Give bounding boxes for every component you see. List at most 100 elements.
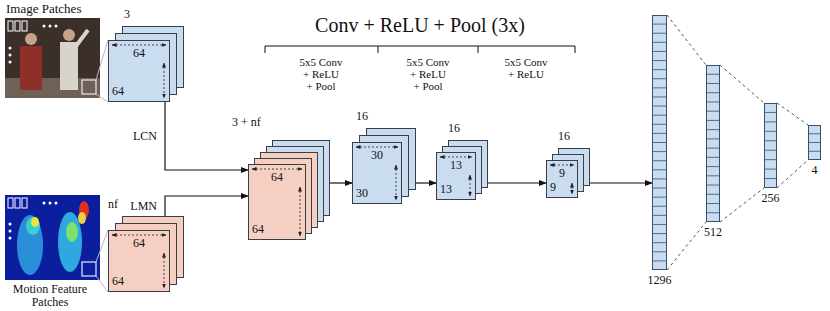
feature-map-stack: 161313 xyxy=(436,140,488,200)
neuron-cell xyxy=(706,203,720,204)
height-label: 64 xyxy=(112,275,124,288)
normalization-label: LCN xyxy=(131,130,159,143)
feature-map xyxy=(249,165,306,240)
neuron-cell xyxy=(652,260,667,261)
dimension-arrow xyxy=(300,187,301,236)
heat-blob xyxy=(31,217,39,227)
ellipsis-dot xyxy=(43,202,46,205)
patch-mark xyxy=(22,198,27,208)
neuron-cell xyxy=(652,24,667,25)
feature-map-stack: nf6464 xyxy=(108,216,184,292)
neuron-cell xyxy=(706,194,720,195)
heat-blob xyxy=(78,212,86,224)
heatmap-ground xyxy=(5,195,100,280)
layer-operation: 5x5 Conv + ReLU + Pool xyxy=(398,56,458,92)
neuron-cell xyxy=(652,87,667,88)
ellipsis-dot xyxy=(43,25,46,28)
layer-size: 4 xyxy=(783,164,830,177)
operation-line: 5x5 Conv xyxy=(496,56,556,68)
neuron-cell xyxy=(706,83,720,84)
neuron-cell xyxy=(652,51,667,52)
neuron-cell xyxy=(652,188,667,189)
neuron-cell xyxy=(808,142,821,143)
neuron-cell xyxy=(706,129,720,130)
height-label: 30 xyxy=(356,187,368,200)
patch-mark xyxy=(8,198,13,208)
ellipsis-dot xyxy=(55,202,58,205)
dimension-arrow xyxy=(550,165,574,166)
dimension-arrow xyxy=(164,63,165,98)
dimension-arrow xyxy=(252,169,302,170)
width-label: 64 xyxy=(248,171,306,184)
neuron-column xyxy=(652,15,667,270)
bracket-line xyxy=(265,46,575,47)
ellipsis-dot xyxy=(9,223,12,226)
dimension-arrow xyxy=(112,45,166,46)
bracket-tick xyxy=(575,46,576,53)
connector-arrow xyxy=(165,102,248,170)
person-head xyxy=(63,29,75,41)
motion-heatmap xyxy=(5,195,100,280)
neuron-column xyxy=(764,103,777,188)
zoom-line xyxy=(96,94,108,102)
bracket-tick xyxy=(378,46,379,53)
neuron-cell xyxy=(706,111,720,112)
neuron-cell xyxy=(764,150,777,151)
zoom-line xyxy=(96,230,108,262)
layer-size: 512 xyxy=(681,226,745,239)
width-label: 30 xyxy=(352,149,402,162)
width-label: 64 xyxy=(108,237,170,250)
neuron-cell xyxy=(706,120,720,121)
patch-highlight xyxy=(82,262,96,276)
neuron-cell xyxy=(764,169,777,170)
layer-bar xyxy=(765,104,777,188)
height-label: 13 xyxy=(440,183,452,196)
feature-map xyxy=(109,41,170,102)
zoom-line xyxy=(96,276,108,292)
bracket-tick xyxy=(478,46,479,53)
neuron-cell xyxy=(652,133,667,134)
neuron-cell xyxy=(652,151,667,152)
connector-arrow xyxy=(165,196,248,216)
layer-bar xyxy=(653,16,667,270)
section-heading: Conv + ReLU + Pool (3x) xyxy=(290,14,550,36)
neuron-cell xyxy=(652,233,667,234)
input-caption: Image Patches xyxy=(6,2,81,16)
person-body xyxy=(60,42,78,90)
neuron-column xyxy=(706,65,720,222)
dense-layer: 1296 xyxy=(652,15,667,270)
connector-arrow xyxy=(590,182,652,183)
image-photo xyxy=(5,18,100,98)
neuron-cell xyxy=(652,42,667,43)
neuron-cell xyxy=(764,121,777,122)
layer-size: 256 xyxy=(739,192,802,205)
stage-bracket xyxy=(265,46,575,53)
neuron-cell xyxy=(706,175,720,176)
feature-map xyxy=(353,143,402,204)
neuron-cell xyxy=(764,178,777,179)
ellipsis-dot xyxy=(9,47,12,50)
neuron-cell xyxy=(652,197,667,198)
height-label: 64 xyxy=(252,223,264,236)
neuron-cell xyxy=(652,215,667,216)
layer-bar xyxy=(809,126,821,160)
dense-layer: 256 xyxy=(764,103,777,188)
operation-line: 5x5 Conv xyxy=(291,56,351,68)
photo-ground xyxy=(5,18,100,98)
dimension-arrow xyxy=(356,147,398,148)
normalization-label: LMN xyxy=(128,200,159,213)
dense-connection xyxy=(777,103,808,188)
width-label: 9 xyxy=(546,167,578,180)
feature-map-stack: 1699 xyxy=(546,148,590,198)
height-label: 9 xyxy=(550,181,556,194)
neuron-cell xyxy=(652,106,667,107)
depth-label: nf xyxy=(108,198,118,211)
dimension-arrow xyxy=(396,165,397,200)
neuron-cell xyxy=(706,185,720,186)
neuron-cell xyxy=(652,242,667,243)
feature-map-stack: 36464 xyxy=(108,26,184,102)
neuron-cell xyxy=(652,78,667,79)
neuron-cell xyxy=(706,212,720,213)
connector-arrow xyxy=(416,182,436,183)
ellipsis-dot xyxy=(55,25,58,28)
